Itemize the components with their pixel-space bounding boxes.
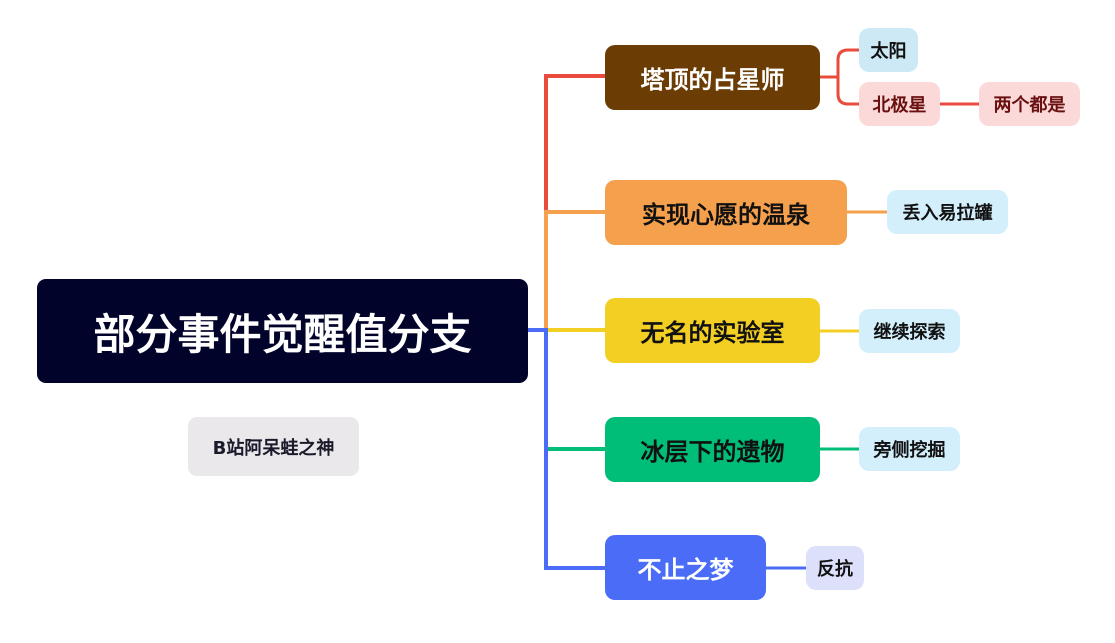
leaf-throw-can[interactable]: 丢入易拉罐 <box>887 190 1008 234</box>
leaf-side-dig[interactable]: 旁侧挖掘 <box>859 427 960 471</box>
connector-red <box>544 74 605 210</box>
branch-astrologer[interactable]: 塔顶的占星师 <box>605 45 820 110</box>
connector-astro-sun <box>820 48 859 79</box>
branch-hot-spring[interactable]: 实现心愿的温泉 <box>605 180 847 245</box>
root-topic[interactable]: 部分事件觉醒值分支 <box>37 279 528 383</box>
leaf-polaris[interactable]: 北极星 <box>859 82 940 126</box>
branch-endless-dream[interactable]: 不止之梦 <box>605 535 766 600</box>
leaf-resist[interactable]: 反抗 <box>806 546 864 590</box>
connector-astro-polaris <box>836 77 859 106</box>
author-caption: B站阿呆蛙之神 <box>188 417 359 476</box>
leaf-sun[interactable]: 太阳 <box>859 28 918 72</box>
connector-blue <box>528 328 605 570</box>
leaf-continue-explore[interactable]: 继续探索 <box>859 309 960 353</box>
branch-lab[interactable]: 无名的实验室 <box>605 298 820 363</box>
connector-orange <box>544 210 605 330</box>
branch-ice-relic[interactable]: 冰层下的遗物 <box>605 417 820 482</box>
leaf-both[interactable]: 两个都是 <box>979 82 1080 126</box>
